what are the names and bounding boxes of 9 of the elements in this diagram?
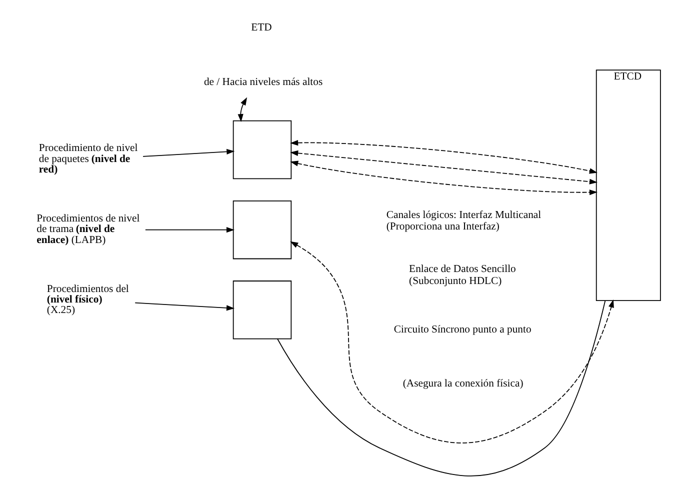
label: Canales lógicos: Interfaz Multicanal (Proporciona una Interfaz): [386, 208, 542, 232]
node-text: Procedimientos de nivel de trama (nivel de enlace) (LAPB): [36, 212, 140, 246]
label: Enlace de Datos Sencillo (Subconjunto HDLC): [409, 263, 516, 287]
node-text: Procedimientos del (nivel físico) (X.25): [46, 282, 129, 316]
node-text: Procedimiento de nivel de paquetes (nivel de red): [38, 142, 138, 176]
label: (Asegura la conexión física): [402, 378, 524, 390]
label: Circuito Síncrono punto a punto: [394, 323, 532, 336]
node-text: de / Hacia niveles más altos: [204, 76, 323, 88]
label: ETD: [251, 22, 272, 34]
